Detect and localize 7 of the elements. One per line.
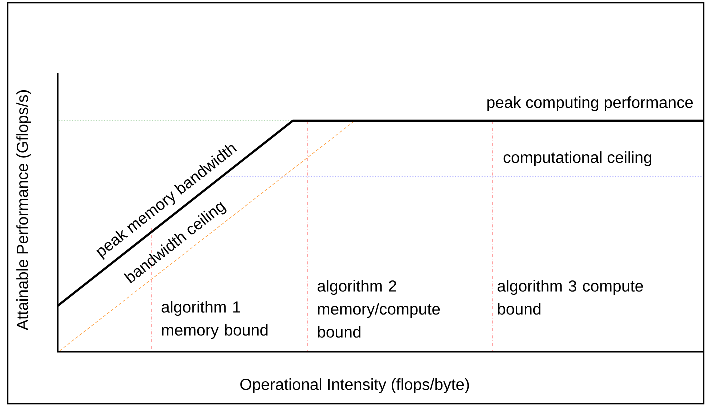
axis-title: Operational Intensity (flops/byte) — [240, 378, 470, 394]
ceiling-label: computational ceiling — [504, 152, 652, 166]
axis-title: Attainable Performance (Gflops/s) — [16, 90, 32, 330]
region-label: algorithm 3 compute bound — [498, 280, 644, 315]
ceiling-label: peak computing performance — [488, 96, 694, 112]
region-label: algorithm 1 memory bound — [162, 301, 268, 340]
region-label: algorithm 2 memory/compute bound — [318, 280, 440, 338]
